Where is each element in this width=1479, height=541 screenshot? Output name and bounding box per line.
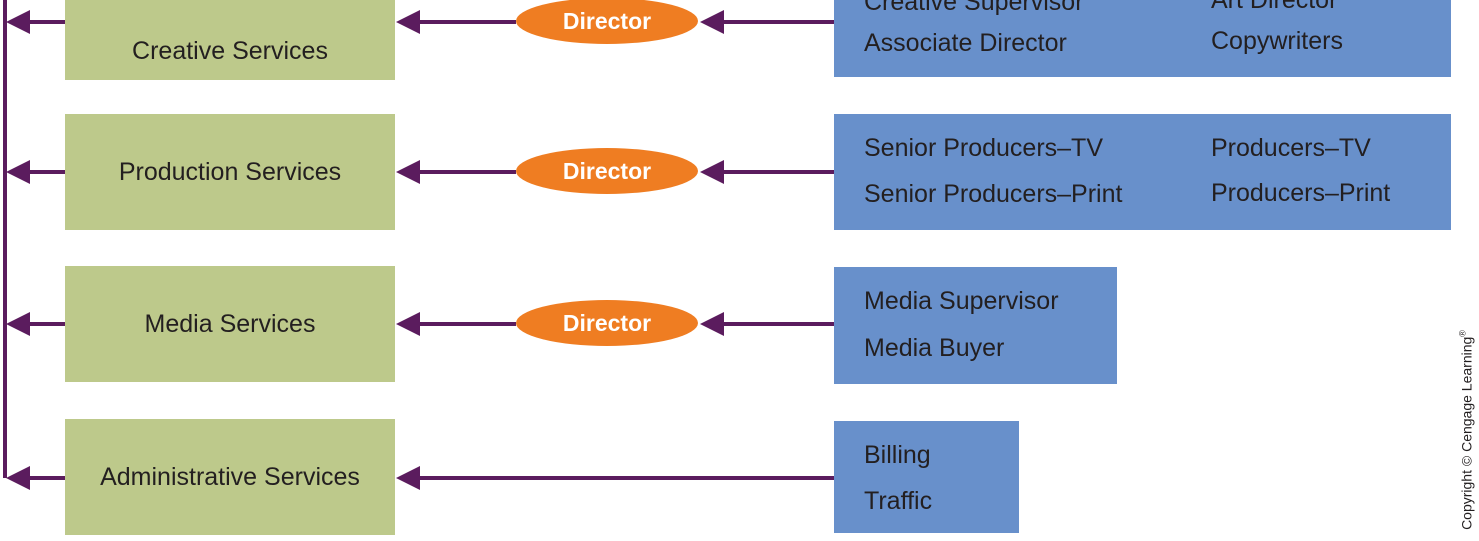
role-item: Billing <box>864 441 931 469</box>
creative-roles-box: Creative Supervisor Associate Director A… <box>834 0 1451 77</box>
copyright-text: Copyright © Cengage Learning <box>1458 336 1475 530</box>
role-item: Art Director <box>1211 0 1338 14</box>
role-item: Associate Director <box>864 29 1067 57</box>
creative-director-oval: Director <box>516 0 698 44</box>
administrative-roles-box: Billing Traffic <box>834 421 1019 533</box>
creative-services-box: Creative Services <box>65 0 395 80</box>
role-item: Producers–Print <box>1211 179 1391 207</box>
role-item: Producers–TV <box>1211 134 1371 162</box>
administrative-services-box: Administrative Services <box>65 419 395 535</box>
role-item: Traffic <box>864 487 933 515</box>
service-label: Creative Services <box>132 36 328 65</box>
copyright-notice: Copyright © Cengage Learning® <box>1458 330 1475 530</box>
registered-mark: ® <box>1457 330 1468 337</box>
production-roles-box: Senior Producers–TV Senior Producers–Pri… <box>834 114 1451 230</box>
role-item: Copywriters <box>1211 27 1343 55</box>
service-label: Administrative Services <box>100 462 360 491</box>
media-roles-box: Media Supervisor Media Buyer <box>834 267 1117 384</box>
director-label: Director <box>562 7 652 34</box>
role-item: Media Buyer <box>864 334 1005 362</box>
role-item: Senior Producers–Print <box>864 180 1123 208</box>
director-label: Director <box>562 309 652 336</box>
production-director-oval: Director <box>516 148 698 194</box>
media-services-box: Media Services <box>65 266 395 382</box>
production-services-box: Production Services <box>65 114 395 230</box>
service-label: Media Services <box>144 309 316 338</box>
role-item: Senior Producers–TV <box>864 134 1104 162</box>
media-director-oval: Director <box>516 300 698 346</box>
role-item: Media Supervisor <box>864 287 1059 315</box>
service-label: Production Services <box>118 157 342 186</box>
role-item: Creative Supervisor <box>864 0 1084 16</box>
director-label: Director <box>562 157 652 184</box>
